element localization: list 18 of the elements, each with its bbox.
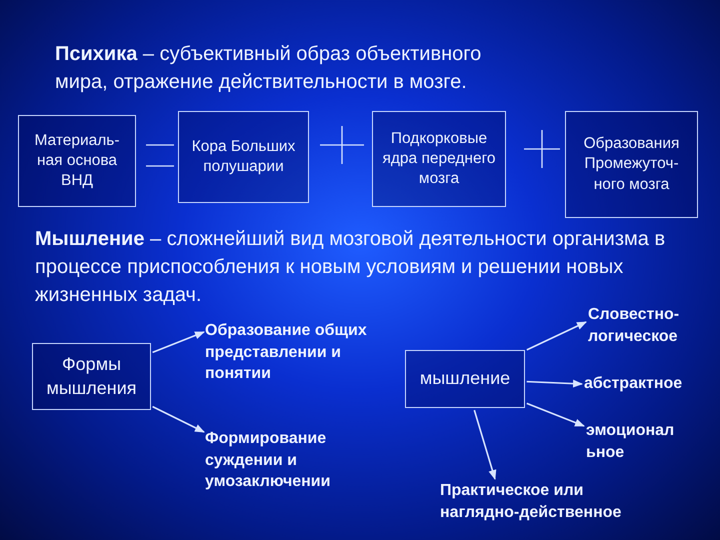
concept-box: Формы мышления bbox=[32, 343, 151, 410]
term-text: абстрактное bbox=[584, 373, 714, 395]
definition-text: Психика – субъективный образ объективного мира, отражение действительности в мозге. bbox=[55, 42, 482, 95]
arrow bbox=[474, 410, 496, 480]
term-text: Практическое или наглядно-действенное bbox=[440, 480, 655, 526]
concept-box: мышление bbox=[405, 350, 525, 408]
term-text: Формирование суждении и умозаключении bbox=[205, 428, 380, 496]
arrow bbox=[526, 402, 585, 427]
concept-box: Кора Больших полушарии bbox=[178, 111, 309, 203]
arrow bbox=[526, 380, 583, 388]
term-text: Образование общих представлении и понятии bbox=[205, 320, 385, 390]
concept-box: Подкорковые ядра переднего мозга bbox=[372, 111, 506, 207]
concept-box: Материаль- ная основа ВНД bbox=[18, 115, 136, 207]
arrow bbox=[152, 406, 205, 433]
arrow bbox=[526, 321, 587, 351]
concept-box: Образования Промежуточ- ного мозга bbox=[565, 111, 698, 218]
term-text: эмоционал ьное bbox=[586, 420, 686, 464]
arrow bbox=[152, 331, 205, 354]
